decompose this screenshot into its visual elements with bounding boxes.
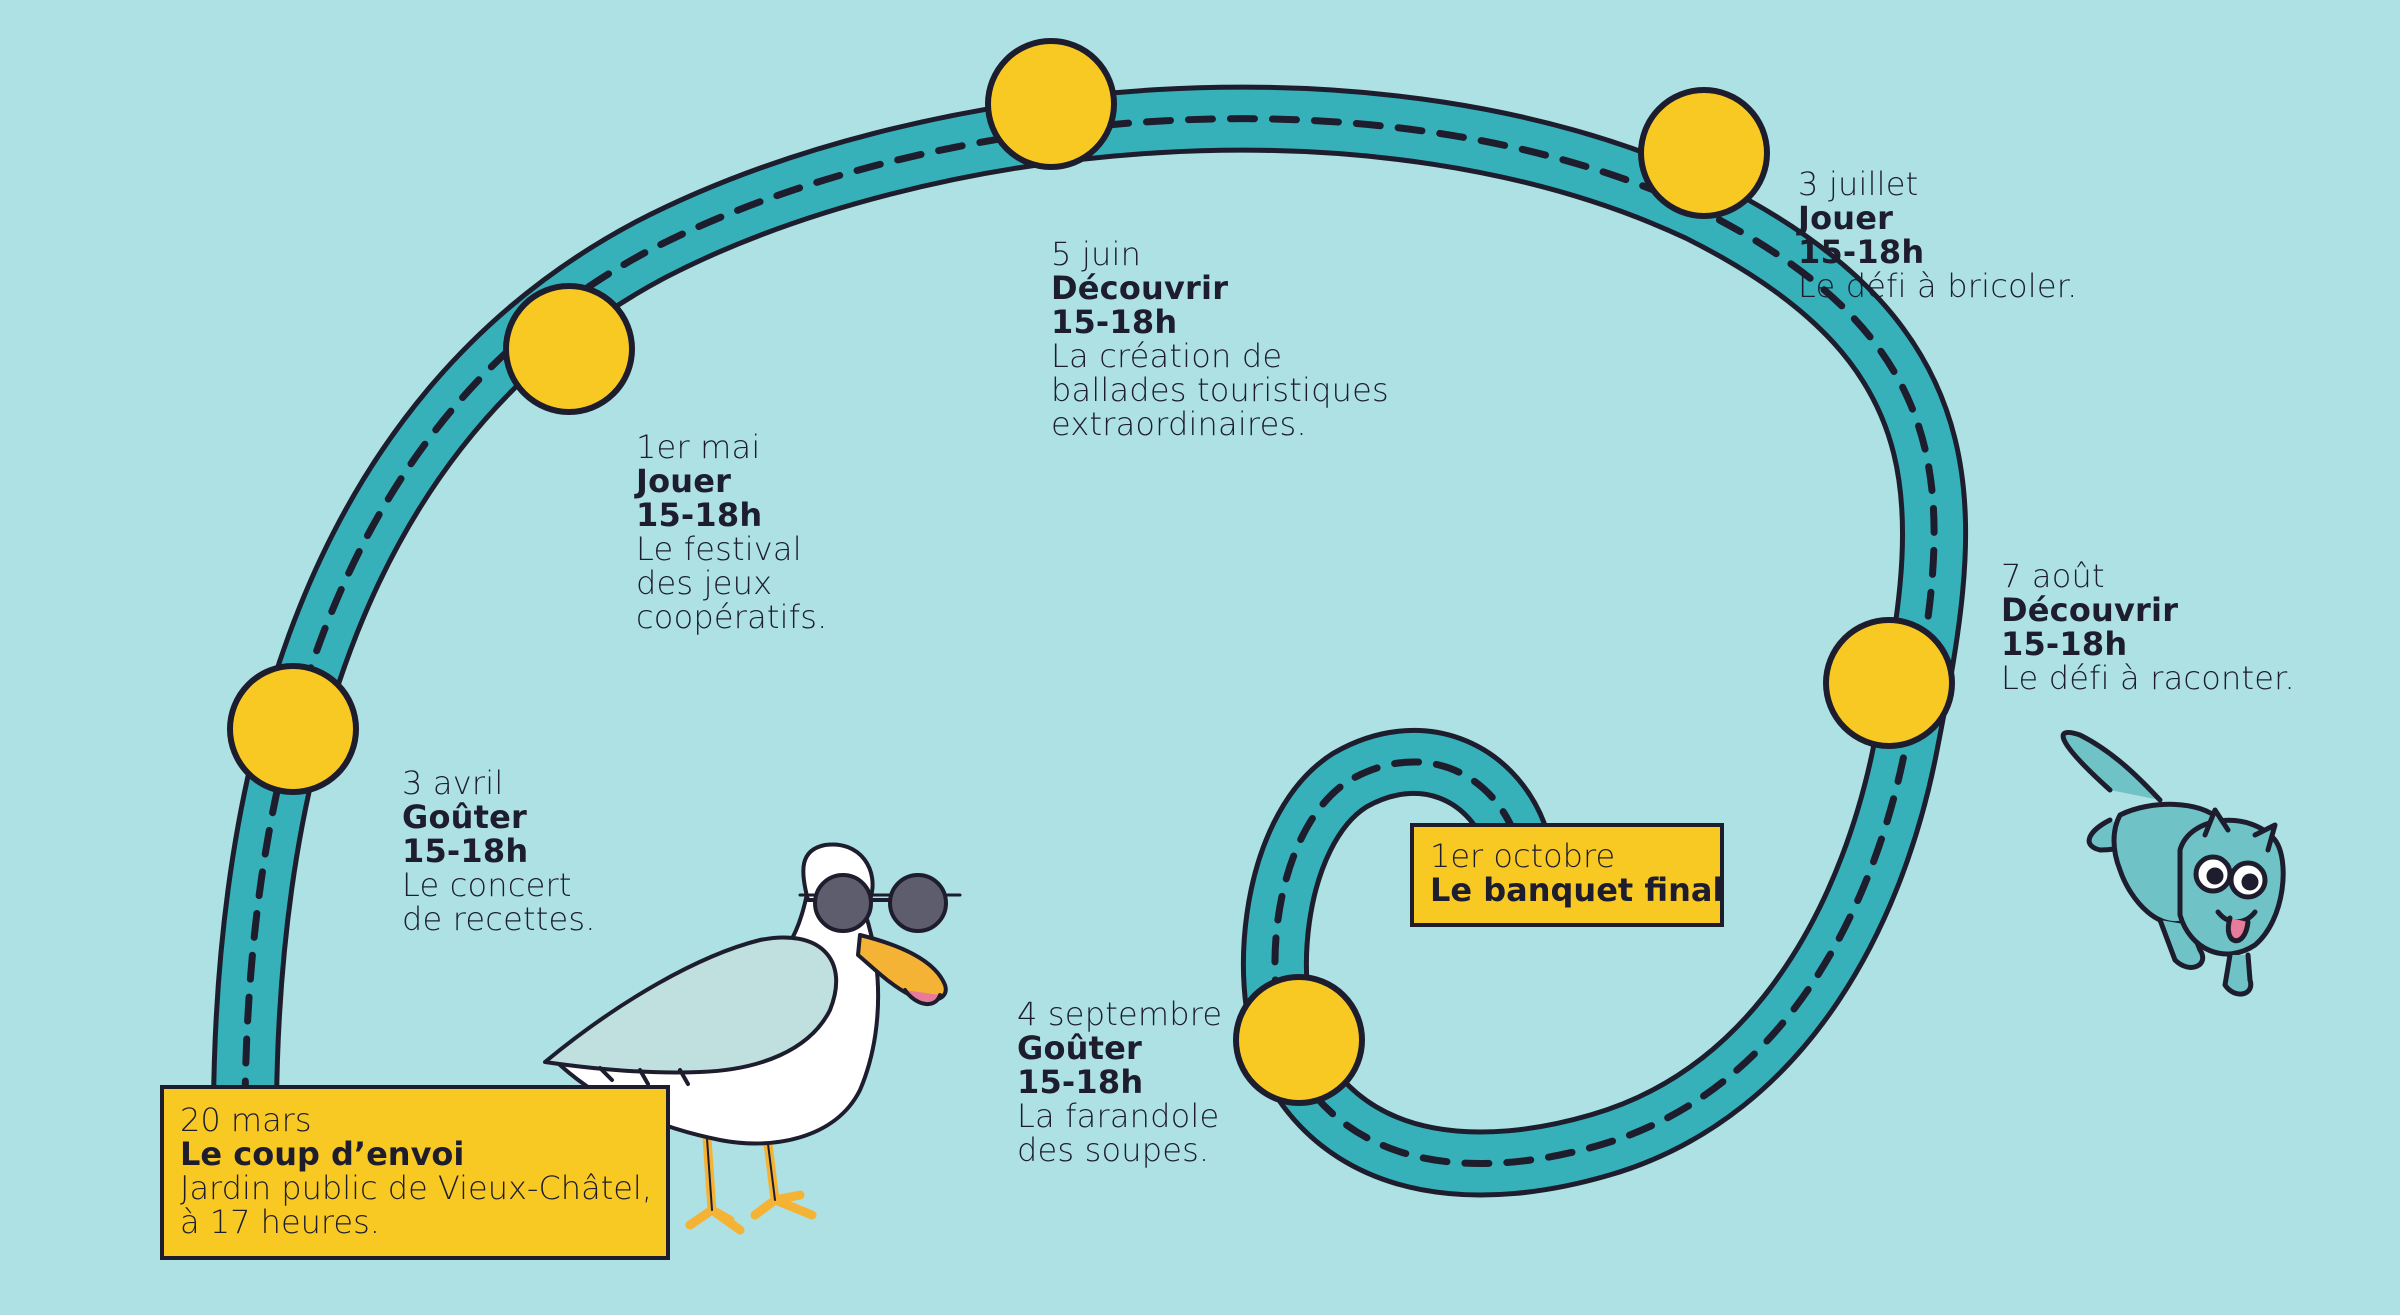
event-april-time: 15-18h: [402, 832, 529, 870]
event-june-date: 5 juin: [1051, 235, 1142, 273]
event-start-line-1: Jardin public de Vieux-Châtel,: [180, 1169, 652, 1207]
stop-marker-july: [1638, 87, 1770, 219]
event-may-desc-1: Le festival: [636, 530, 802, 568]
event-july-time: 15-18h: [1798, 233, 1925, 271]
event-may-desc-2: des jeux: [636, 564, 773, 602]
stop-marker-may: [503, 283, 635, 415]
event-april-desc-2: de recettes.: [402, 900, 596, 938]
seagull-illustration: [543, 842, 962, 1235]
event-june-desc-1: La création de: [1051, 337, 1283, 375]
stop-marker-august: [1823, 617, 1955, 749]
event-april-date: 3 avril: [402, 764, 504, 802]
event-june-time: 15-18h: [1051, 303, 1178, 341]
stop-marker-september: [1233, 974, 1365, 1106]
event-july-desc-1: Le défi à bricoler.: [1798, 267, 2078, 305]
event-april-activity: Goûter: [402, 798, 528, 836]
event-june-activity: Découvrir: [1051, 269, 1229, 307]
event-final-box: 1er octobre Le banquet final: [1410, 823, 1724, 927]
event-final-date: 1er octobre: [1430, 837, 1616, 875]
event-start-date: 20 mars: [180, 1101, 312, 1139]
event-september-desc-1: La farandole: [1017, 1097, 1220, 1135]
event-august-label: 7 août Découvrir 15-18h Le défi à racont…: [2001, 559, 2295, 695]
event-august-time: 15-18h: [2001, 625, 2128, 663]
event-april-label: 3 avril Goûter 15-18h Le concert de rece…: [402, 766, 596, 936]
event-september-label: 4 septembre Goûter 15-18h La farandole d…: [1017, 997, 1222, 1167]
event-start-title: Le coup d’envoi: [180, 1135, 465, 1173]
event-april-desc-1: Le concert: [402, 866, 572, 904]
event-july-date: 3 juillet: [1798, 165, 1919, 203]
event-final-title: Le banquet final: [1430, 871, 1724, 909]
stop-marker-june: [985, 38, 1117, 170]
event-july-label: 3 juillet Jouer 15-18h Le défi à bricole…: [1798, 167, 2078, 303]
event-may-date: 1er mai: [636, 428, 761, 466]
event-may-desc-3: coopératifs.: [636, 598, 828, 636]
event-september-time: 15-18h: [1017, 1063, 1144, 1101]
event-may-time: 15-18h: [636, 496, 763, 534]
event-august-date: 7 août: [2001, 557, 2105, 595]
event-june-desc-3: extraordinaires.: [1051, 405, 1307, 443]
event-june-label: 5 juin Découvrir 15-18h La création de b…: [1051, 237, 1389, 441]
event-september-desc-2: des soupes.: [1017, 1131, 1210, 1169]
event-start-box: 20 mars Le coup d’envoi Jardin public de…: [160, 1085, 670, 1260]
cat-illustration: [2060, 729, 2286, 997]
event-august-desc-1: Le défi à raconter.: [2001, 659, 2295, 697]
event-july-activity: Jouer: [1798, 199, 1894, 237]
event-june-desc-2: ballades touristiques: [1051, 371, 1389, 409]
event-may-activity: Jouer: [636, 462, 732, 500]
event-may-label: 1er mai Jouer 15-18h Le festival des jeu…: [636, 430, 827, 634]
event-september-activity: Goûter: [1017, 1029, 1143, 1067]
event-start-line-2: à 17 heures.: [180, 1203, 380, 1241]
event-september-date: 4 septembre: [1017, 995, 1223, 1033]
stop-marker-april: [227, 663, 359, 795]
event-august-activity: Découvrir: [2001, 591, 2179, 629]
